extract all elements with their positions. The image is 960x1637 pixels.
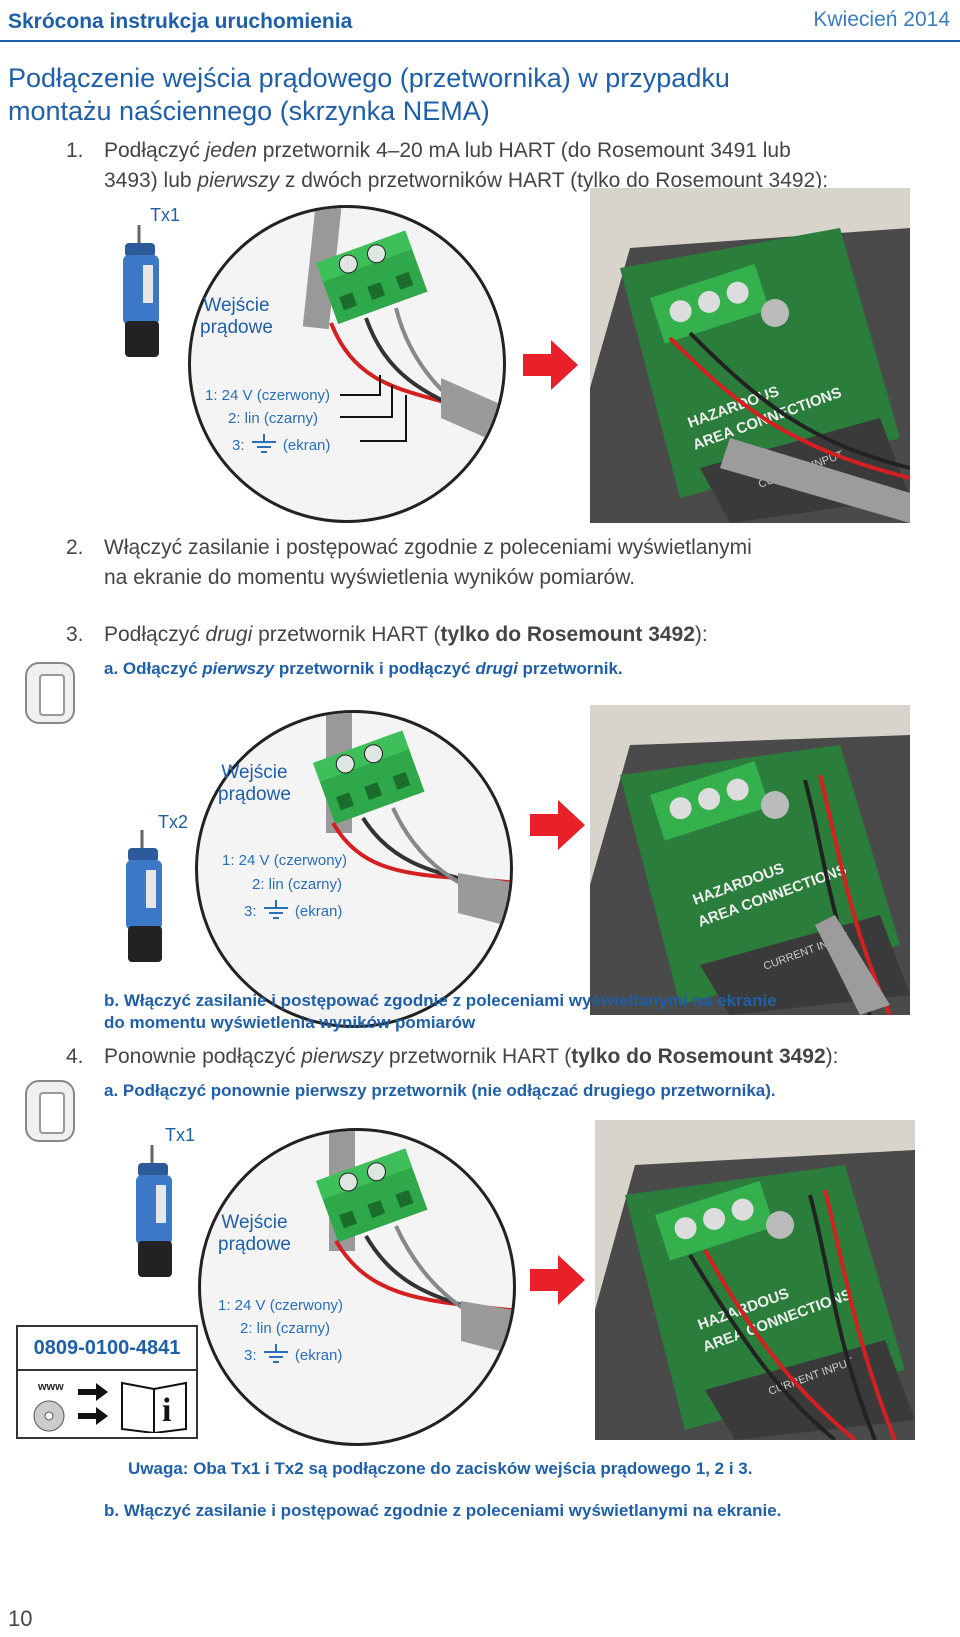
part-number-box: 0809-0100-4841 — [16, 1325, 198, 1371]
wire-label-2-1: 1: 24 V (czerwony) — [222, 852, 348, 869]
info-book-icon: i — [121, 1381, 187, 1433]
wire-leader-lines-1 — [340, 375, 407, 442]
header-date: Kwiecień 2014 — [813, 8, 950, 31]
step-4b: b. Włączyć zasilanie i postępować zgodni… — [104, 1501, 782, 1520]
push-button-icon — [25, 662, 75, 724]
transmitter-tx2-image — [126, 830, 162, 962]
step-1: 1.Podłączyć jeden przetwornik 4–20 mA lu… — [66, 139, 829, 192]
enclosure-photo-1: HAZARDOUS AREA CONNECTIONS CURRENT INPUT — [590, 188, 910, 523]
ground-symbol-icon — [251, 434, 276, 453]
step-3: 3.Podłączyć drugi przetwornik HART (tylk… — [66, 623, 708, 646]
push-button-icon — [25, 1080, 75, 1142]
step-3b: b. Włączyć zasilanie i postępować zgodni… — [104, 991, 777, 1032]
terminal-magnifier-2-wrap — [195, 710, 513, 1028]
wire-label-1-3: 3: (ekran) — [232, 434, 330, 454]
doc-reference-box: www i — [16, 1371, 198, 1439]
wire-label-3-1: 1: 24 V (czerwony) — [218, 1297, 344, 1314]
ground-symbol-icon — [263, 900, 288, 919]
terminal-magnifier-3 — [198, 1128, 516, 1446]
step-4: 4.Ponownie podłączyć pierwszy przetworni… — [66, 1045, 839, 1068]
page-number: 10 — [8, 1606, 33, 1631]
wire-label-1-2: 2: lin (czarny) — [228, 410, 319, 427]
enclosure-photo-3: HAZARDOUS AREA CONNECTIONS CURRENT INPUT — [595, 1120, 915, 1440]
transmitter-tx1-image — [136, 1145, 172, 1277]
wire-label-3-3: 3: (ekran) — [244, 1344, 342, 1364]
note-text: Uwaga: Oba Tx1 i Tx2 są podłączone do za… — [128, 1459, 753, 1478]
tx2-label: Tx2 — [158, 812, 189, 832]
www-label: www — [38, 1381, 64, 1393]
terminal-block-drawing — [302, 208, 503, 446]
terminal-magnifier-2 — [195, 710, 513, 1028]
transmitter-tx1-image — [123, 225, 159, 357]
step-2: 2.Włączyć zasilanie i postępować zgodnie… — [66, 536, 752, 589]
wire-label-3-2: 2: lin (czarny) — [240, 1320, 331, 1337]
red-arrow-icon — [530, 1255, 585, 1305]
step-3a: a. Odłączyć pierwszy przetwornik i podłą… — [104, 659, 623, 678]
arrow-pointer-icon — [78, 1383, 108, 1425]
svg-text:i: i — [162, 1392, 171, 1429]
terminal-block-drawing — [316, 1131, 513, 1355]
current-input-label-1: Wejście prądowe — [200, 295, 273, 338]
wire-label-1-1: 1: 24 V (czerwony) — [205, 387, 331, 404]
current-input-label-2: Wejście prądowe — [218, 762, 291, 805]
enclosure-photo-2: HAZARDOUS AREA CONNECTIONS CURRENT INPUT — [590, 705, 910, 1015]
cd-icon — [33, 1400, 65, 1432]
current-input-label-3: Wejście prądowe — [218, 1212, 291, 1255]
tx1-label-2: Tx1 — [165, 1125, 196, 1145]
wire-label-2-3: 3: (ekran) — [244, 900, 342, 920]
red-arrow-icon — [530, 800, 585, 850]
wire-label-2-2: 2: lin (czarny) — [252, 876, 343, 893]
terminal-magnifier-1 — [188, 205, 506, 523]
header-rule — [0, 40, 960, 42]
header-title: Skrócona instrukcja uruchomienia — [8, 10, 353, 33]
step-4a: a. Podłączyć ponownie pierwszy przetworn… — [104, 1081, 776, 1100]
ground-symbol-icon — [263, 1344, 288, 1363]
tx1-label-1: Tx1 — [150, 205, 181, 225]
terminal-block-drawing — [313, 713, 510, 927]
page-title: Podłączenie wejścia prądowego (przetworn… — [8, 63, 730, 126]
red-arrow-icon — [523, 340, 578, 390]
